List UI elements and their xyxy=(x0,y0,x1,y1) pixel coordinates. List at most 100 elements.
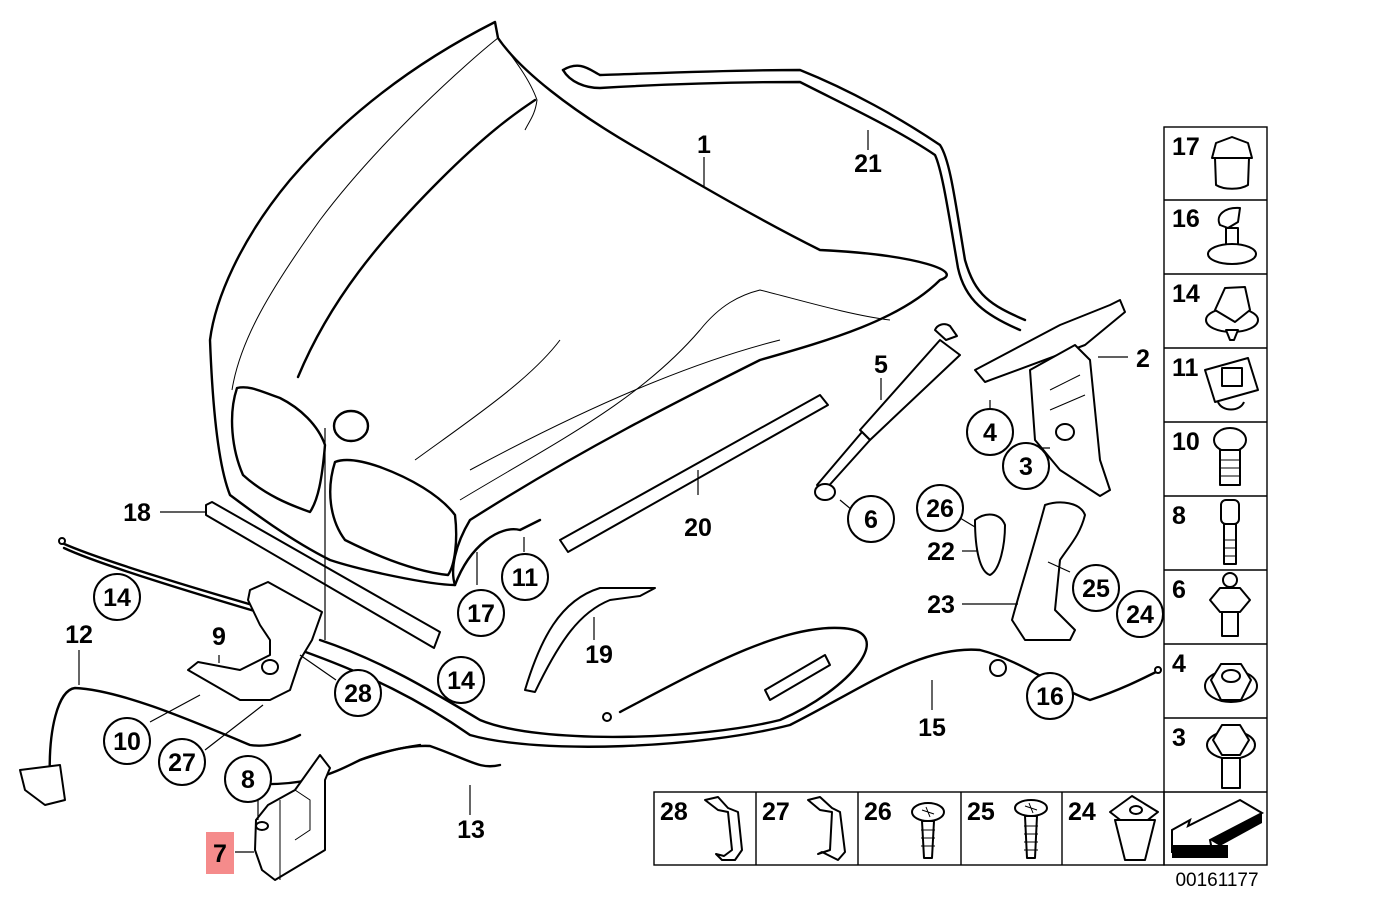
svg-text:4: 4 xyxy=(983,419,997,447)
svg-text:17: 17 xyxy=(467,600,495,628)
svg-text:11: 11 xyxy=(512,564,539,592)
svg-text:25: 25 xyxy=(1082,575,1110,603)
svg-text:25: 25 xyxy=(967,798,995,826)
callout-circle-27[interactable]: 27 xyxy=(158,738,206,786)
svg-text:14: 14 xyxy=(103,584,131,612)
callout-circle-3[interactable]: 3 xyxy=(1002,442,1050,490)
svg-text:28: 28 xyxy=(344,680,372,708)
bottom-parts-table: 28 27 26 25 xyxy=(653,791,1165,866)
phillips-screw-icon xyxy=(911,802,945,859)
svg-text:14: 14 xyxy=(447,667,475,695)
side-cell-17[interactable]: 17 xyxy=(1172,133,1253,190)
side-cell-10[interactable]: 10 xyxy=(1172,427,1247,486)
callout-circle-14-right[interactable]: 14 xyxy=(437,656,485,704)
svg-text:17: 17 xyxy=(1172,133,1200,161)
cable-clip-icon xyxy=(1205,286,1259,341)
callout-2[interactable]: 2 xyxy=(1136,345,1150,373)
svg-text:16: 16 xyxy=(1036,683,1064,711)
bottom-cell-26[interactable]: 26 xyxy=(864,798,945,859)
diagram-reference-number: 00161177 xyxy=(1175,870,1258,891)
bottom-cell-25[interactable]: 25 xyxy=(967,798,1048,859)
torx-bolt-icon xyxy=(1213,427,1247,486)
cable-holder-icon xyxy=(704,796,743,861)
bottom-cell-27[interactable]: 27 xyxy=(762,796,846,861)
hood-lock[interactable] xyxy=(254,754,331,881)
svg-text:3: 3 xyxy=(1019,453,1033,481)
callout-1[interactable]: 1 xyxy=(697,131,711,159)
callout-9[interactable]: 9 xyxy=(212,623,226,651)
rubber-buffer-icon xyxy=(1204,357,1259,411)
svg-text:28: 28 xyxy=(660,798,688,826)
svg-text:11: 11 xyxy=(1172,354,1199,382)
svg-text:26: 26 xyxy=(926,495,954,523)
callout-circle-8[interactable]: 8 xyxy=(224,755,272,803)
clip-icon xyxy=(1207,206,1257,265)
callout-circle-25[interactable]: 25 xyxy=(1072,564,1120,612)
bottom-cell-24[interactable]: 24 xyxy=(1068,795,1159,861)
hood-panel[interactable] xyxy=(208,20,948,587)
callout-circle-4[interactable]: 4 xyxy=(966,408,1014,456)
callout-13[interactable]: 13 xyxy=(457,816,485,844)
side-cell-3[interactable]: 3 xyxy=(1172,724,1256,789)
svg-text:10: 10 xyxy=(113,728,141,756)
side-cell-4[interactable]: 4 xyxy=(1172,650,1258,703)
callout-circle-14-left[interactable]: 14 xyxy=(93,573,141,621)
hood-seal[interactable] xyxy=(561,64,1027,332)
callout-circle-26[interactable]: 26 xyxy=(916,484,964,532)
callout-23[interactable]: 23 xyxy=(927,591,955,619)
svg-text:16: 16 xyxy=(1172,205,1200,233)
side-parts-table: 17 16 14 11 xyxy=(1163,126,1268,866)
ball-stud-icon xyxy=(1209,572,1251,637)
hex-bolt-icon xyxy=(1206,724,1256,789)
callout-circle-11[interactable]: 11 xyxy=(501,553,549,601)
svg-text:6: 6 xyxy=(864,506,878,534)
svg-text:24: 24 xyxy=(1126,601,1154,629)
side-cell-16[interactable]: 16 xyxy=(1172,205,1257,265)
highlight-box xyxy=(206,832,234,874)
callout-22[interactable]: 22 xyxy=(927,538,955,566)
callout-circle-24[interactable]: 24 xyxy=(1116,590,1164,638)
lock-bracket[interactable] xyxy=(187,581,323,701)
svg-text:8: 8 xyxy=(1172,502,1186,530)
gas-strut[interactable] xyxy=(814,323,961,501)
callout-circle-17[interactable]: 17 xyxy=(457,589,505,637)
callout-circle-28[interactable]: 28 xyxy=(334,669,382,717)
hex-nut-icon xyxy=(1204,663,1258,703)
callout-circle-6[interactable]: 6 xyxy=(847,495,895,543)
bottom-cell-28[interactable]: 28 xyxy=(660,796,743,861)
hex-cap-icon xyxy=(1211,136,1253,190)
side-cell-11[interactable]: 11 xyxy=(1172,354,1259,411)
callout-20[interactable]: 20 xyxy=(684,514,712,542)
side-cell-8[interactable]: 8 xyxy=(1172,499,1240,565)
hood-hinge[interactable] xyxy=(974,299,1126,497)
side-cell-14[interactable]: 14 xyxy=(1172,280,1259,341)
callout-5[interactable]: 5 xyxy=(874,351,888,379)
callout-19[interactable]: 19 xyxy=(585,641,613,669)
latch-release-lever[interactable] xyxy=(974,501,1086,641)
svg-text:14: 14 xyxy=(1172,280,1200,308)
callout-21[interactable]: 21 xyxy=(854,150,882,178)
callout-7[interactable]: 7 xyxy=(213,840,227,868)
callout-circle-10[interactable]: 10 xyxy=(103,717,151,765)
callout-12[interactable]: 12 xyxy=(65,621,93,649)
circled-callouts: 4 3 6 26 25 24 11 17 14 14 28 10 27 8 16 xyxy=(93,408,1164,803)
phillips-screw-icon xyxy=(1014,799,1048,859)
front-direction-arrow-icon xyxy=(1171,798,1265,858)
svg-text:8: 8 xyxy=(241,766,255,794)
svg-text:6: 6 xyxy=(1172,576,1186,604)
svg-text:3: 3 xyxy=(1172,724,1186,752)
svg-text:4: 4 xyxy=(1172,650,1186,678)
grille-strip[interactable] xyxy=(205,501,441,649)
callout-18[interactable]: 18 xyxy=(123,499,151,527)
svg-text:10: 10 xyxy=(1172,428,1200,456)
leader-lines xyxy=(78,130,1128,853)
side-cell-6[interactable]: 6 xyxy=(1172,572,1251,637)
callout-15[interactable]: 15 xyxy=(918,714,946,742)
wheel-arch-trim[interactable] xyxy=(524,587,656,693)
release-cables[interactable] xyxy=(19,537,1162,806)
seal-strip[interactable] xyxy=(559,394,829,553)
callout-circle-16[interactable]: 16 xyxy=(1026,672,1074,720)
svg-text:27: 27 xyxy=(168,749,196,777)
expanding-nut-icon xyxy=(1109,795,1159,861)
